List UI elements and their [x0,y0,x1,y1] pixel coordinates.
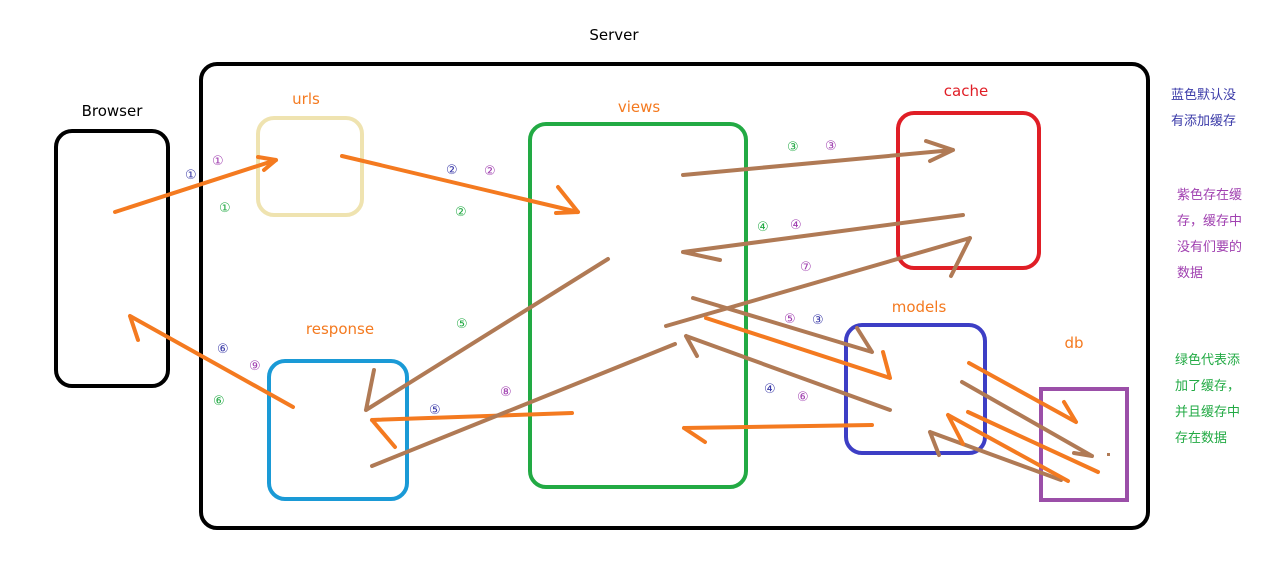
step-marker: ④ [790,218,802,233]
server-label: Server [589,26,639,44]
response-box [267,359,409,501]
arrow-urls-to-views [340,154,580,215]
legend-green-line: 绿色代表添 [1175,353,1241,368]
step-marker: ④ [764,382,776,397]
step-marker: ⑥ [797,390,809,405]
step-marker: ③ [787,140,799,155]
arrow-models-to-db-orange-2 [966,410,1100,474]
step-marker: ② [455,205,467,220]
arrow-browser-to-urls [113,155,278,214]
browser-label: Browser [82,102,144,120]
step-marker: ⑧ [500,385,512,400]
step-marker: ⑤ [429,403,441,418]
arrow-views-to-cache [681,139,955,177]
arrow-views-to-models-orange [704,316,892,380]
step-marker: ① [212,154,224,169]
step-marker: ⑦ [800,260,812,275]
legend-blue-line: 蓝色默认没 [1171,88,1237,103]
legend-purple-line: 没有们要的 [1177,240,1243,255]
arrow-models-to-views-brown [684,334,892,412]
step-marker: ⑥ [217,342,229,357]
step-marker: ① [185,168,197,183]
step-marker: ⑥ [213,394,225,409]
legend-green-line: 加了缓存， [1175,379,1241,394]
step-marker: ⑤ [784,312,796,327]
legend-purple-line: 数据 [1177,266,1204,281]
arrow-db-to-models-orange [946,413,1070,483]
legend-green-line: 并且缓存中 [1175,405,1241,420]
legend-purple-line: 紫色存在缓 [1177,188,1243,203]
arrow-response-to-browser [128,314,295,409]
cache-label: cache [944,82,988,100]
step-marker: ① [219,201,231,216]
step-marker: ② [484,164,496,179]
arrow-models-to-db-brown [960,380,1094,458]
urls-box [256,116,364,217]
step-marker: ③ [825,139,837,154]
legend-purple-note: 紫色存在缓 存，缓存中 没有们要的 数据 [1177,183,1242,287]
arrow-models-to-views-orange [682,423,874,444]
arrow-views-to-response [364,257,610,412]
legend-blue-note: 蓝色默认没 有添加缓存 [1171,83,1236,135]
db-dot [1107,453,1110,456]
step-marker: ③ [812,313,824,328]
step-marker: ⑨ [249,359,261,374]
arrow-models-to-db-orange [967,361,1078,424]
models-label: models [892,298,947,316]
step-marker: ② [446,163,458,178]
legend-blue-line: 有添加缓存 [1171,114,1237,129]
server-box [199,62,1150,530]
db-label: db [1064,334,1083,352]
legend-purple-line: 存，缓存中 [1177,214,1243,229]
legend-green-note: 绿色代表添 加了缓存， 并且缓存中 存在数据 [1175,348,1240,452]
browser-box [54,129,170,388]
urls-label: urls [292,90,320,108]
step-marker: ⑤ [456,317,468,332]
db-box [1039,387,1129,502]
step-marker: ④ [757,220,769,235]
cache-box [896,111,1041,270]
models-box [844,323,987,455]
arrow-views-to-response-orange [370,411,574,449]
arrow-views-up-to-cache [664,236,972,328]
views-label: views [618,98,661,116]
arrow-models-to-response [370,342,677,468]
response-label: response [306,320,374,338]
arrow-db-to-models-brown [928,430,1063,482]
arrow-views-to-models-brown [691,296,874,354]
legend-green-line: 存在数据 [1175,431,1228,446]
arrow-cache-to-views [681,213,965,262]
